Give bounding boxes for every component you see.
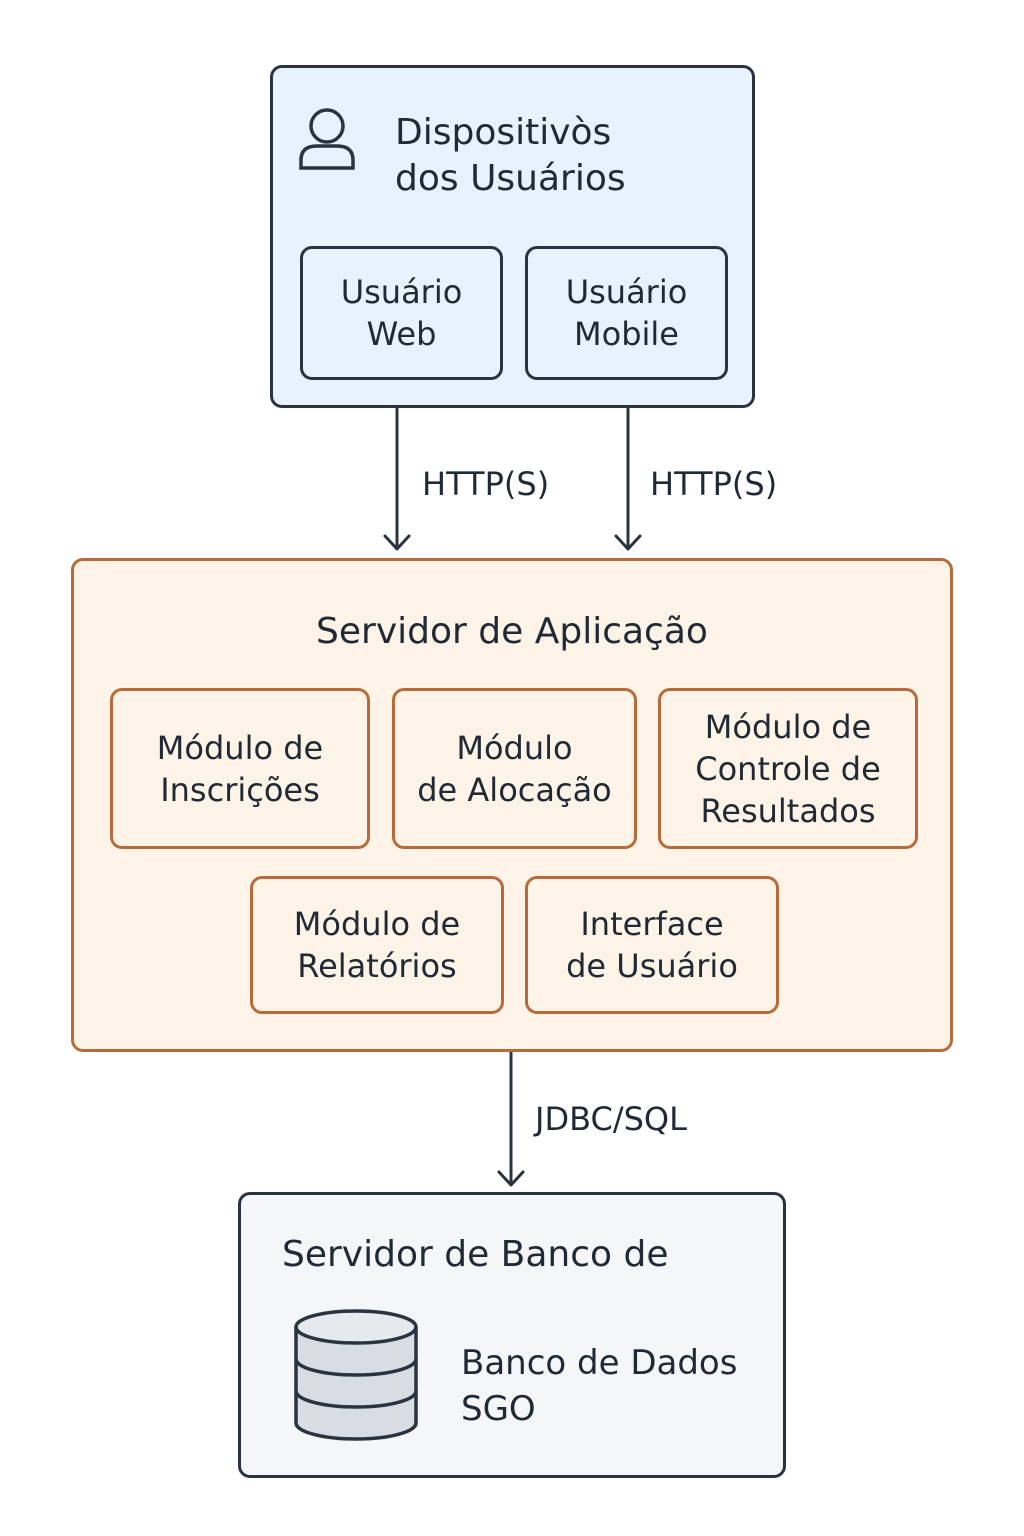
db-protocol-label: JDBC/SQL [535,1100,687,1138]
web-protocol-label: HTTP(S) [422,465,550,503]
user-devices-title: Dispositivòs dos Usuários [395,112,626,199]
arrowhead-db [497,1170,525,1187]
mobile-user-box: Usuário Mobile [525,246,728,380]
module-relatorios: Módulo de Relatórios [250,876,504,1014]
user-devices-box: Dispositivòs dos Usuários Usuário Web Us… [270,65,755,408]
mobile-protocol-label: HTTP(S) [650,465,778,503]
user-icon [299,108,355,170]
arrowhead-mobile [614,534,642,551]
module-inscricoes: Módulo de Inscrições [110,688,370,849]
module-controle-resultados: Módulo de Controle de Resultados [658,688,918,849]
database-server-box: Servidor de Banco de Banco de Dados SGO [238,1192,786,1478]
module-interface-usuario: Interface de Usuário [525,876,779,1014]
database-icon [294,1309,418,1441]
arrowhead-web [383,534,411,551]
web-user-box: Usuário Web [300,246,503,380]
module-alocacao: Módulo de Alocação [392,688,637,849]
database-server-title: Servidor de Banco de [282,1234,669,1275]
database-name: Banco de Dados SGO [461,1343,738,1429]
application-server-box: Servidor de Aplicação Módulo de Inscriçõ… [71,558,953,1052]
application-server-title: Servidor de Aplicação [316,611,708,652]
